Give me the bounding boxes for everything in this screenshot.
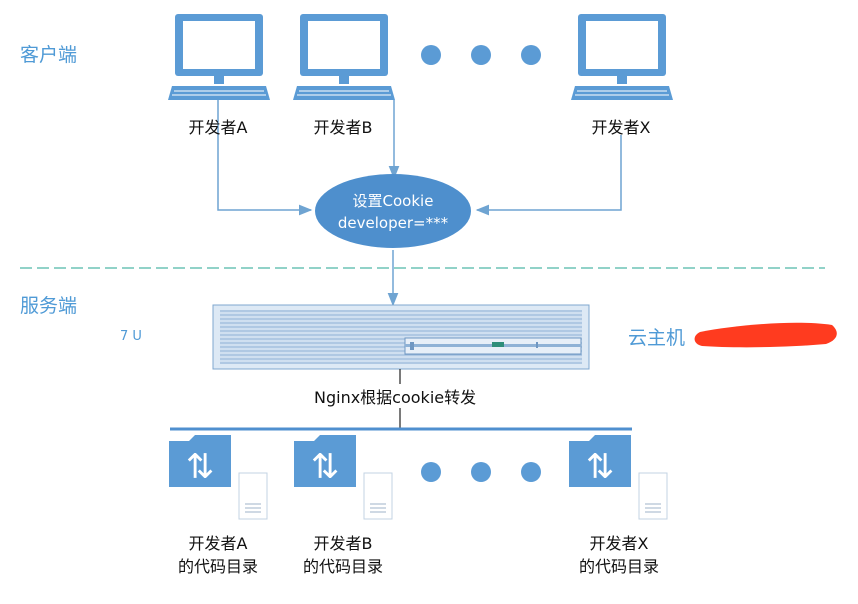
rack-server-icon [212, 304, 590, 370]
developer-x-label: 开发者X [591, 118, 651, 137]
ellipsis-dots-top [421, 45, 541, 65]
folder-x-icon: ⇅ [569, 435, 668, 520]
directory-x-line-1: 开发者X [589, 534, 649, 553]
svg-text:⇅: ⇅ [586, 447, 615, 487]
cookie-line-2: developer=*** [337, 214, 449, 232]
computer-a-icon [168, 14, 270, 100]
folder-b-icon: ⇅ [294, 435, 393, 520]
directory-a-label: 开发者A 的代码目录 [148, 532, 288, 578]
cookie-node-text: 设置Cookie developer=*** [315, 190, 471, 234]
server-section-label: 服务端 [20, 295, 78, 317]
developer-b-label: 开发者B [313, 118, 373, 137]
directory-b-label: 开发者B 的代码目录 [273, 532, 413, 578]
computer-b-icon [293, 14, 395, 100]
directory-b-line-2: 的代码目录 [302, 557, 383, 576]
ellipsis-dots-bottom [421, 462, 541, 482]
client-section-label: 客户端 [20, 44, 78, 66]
nginx-forward-label: Nginx根据cookie转发 [312, 384, 479, 408]
directory-b-line-1: 开发者B [313, 534, 373, 553]
directory-x-line-2: 的代码目录 [578, 557, 659, 576]
cookie-ellipse [315, 174, 471, 248]
directory-a-line-1: 开发者A [188, 534, 248, 553]
folder-a-icon: ⇅ [169, 435, 268, 520]
directory-a-line-2: 的代码目录 [177, 557, 258, 576]
developer-a-label: 开发者A [188, 118, 248, 137]
server-unit-label: 7 U [120, 329, 142, 344]
redaction-mark [694, 322, 837, 348]
svg-text:⇅: ⇅ [186, 447, 215, 487]
computer-x-icon [571, 14, 673, 100]
cookie-line-1: 设置Cookie [352, 192, 434, 210]
directory-x-label: 开发者X 的代码目录 [549, 532, 689, 578]
cloud-host-label: 云主机 [628, 327, 686, 349]
svg-text:⇅: ⇅ [311, 447, 340, 487]
client-arrows [217, 100, 622, 216]
